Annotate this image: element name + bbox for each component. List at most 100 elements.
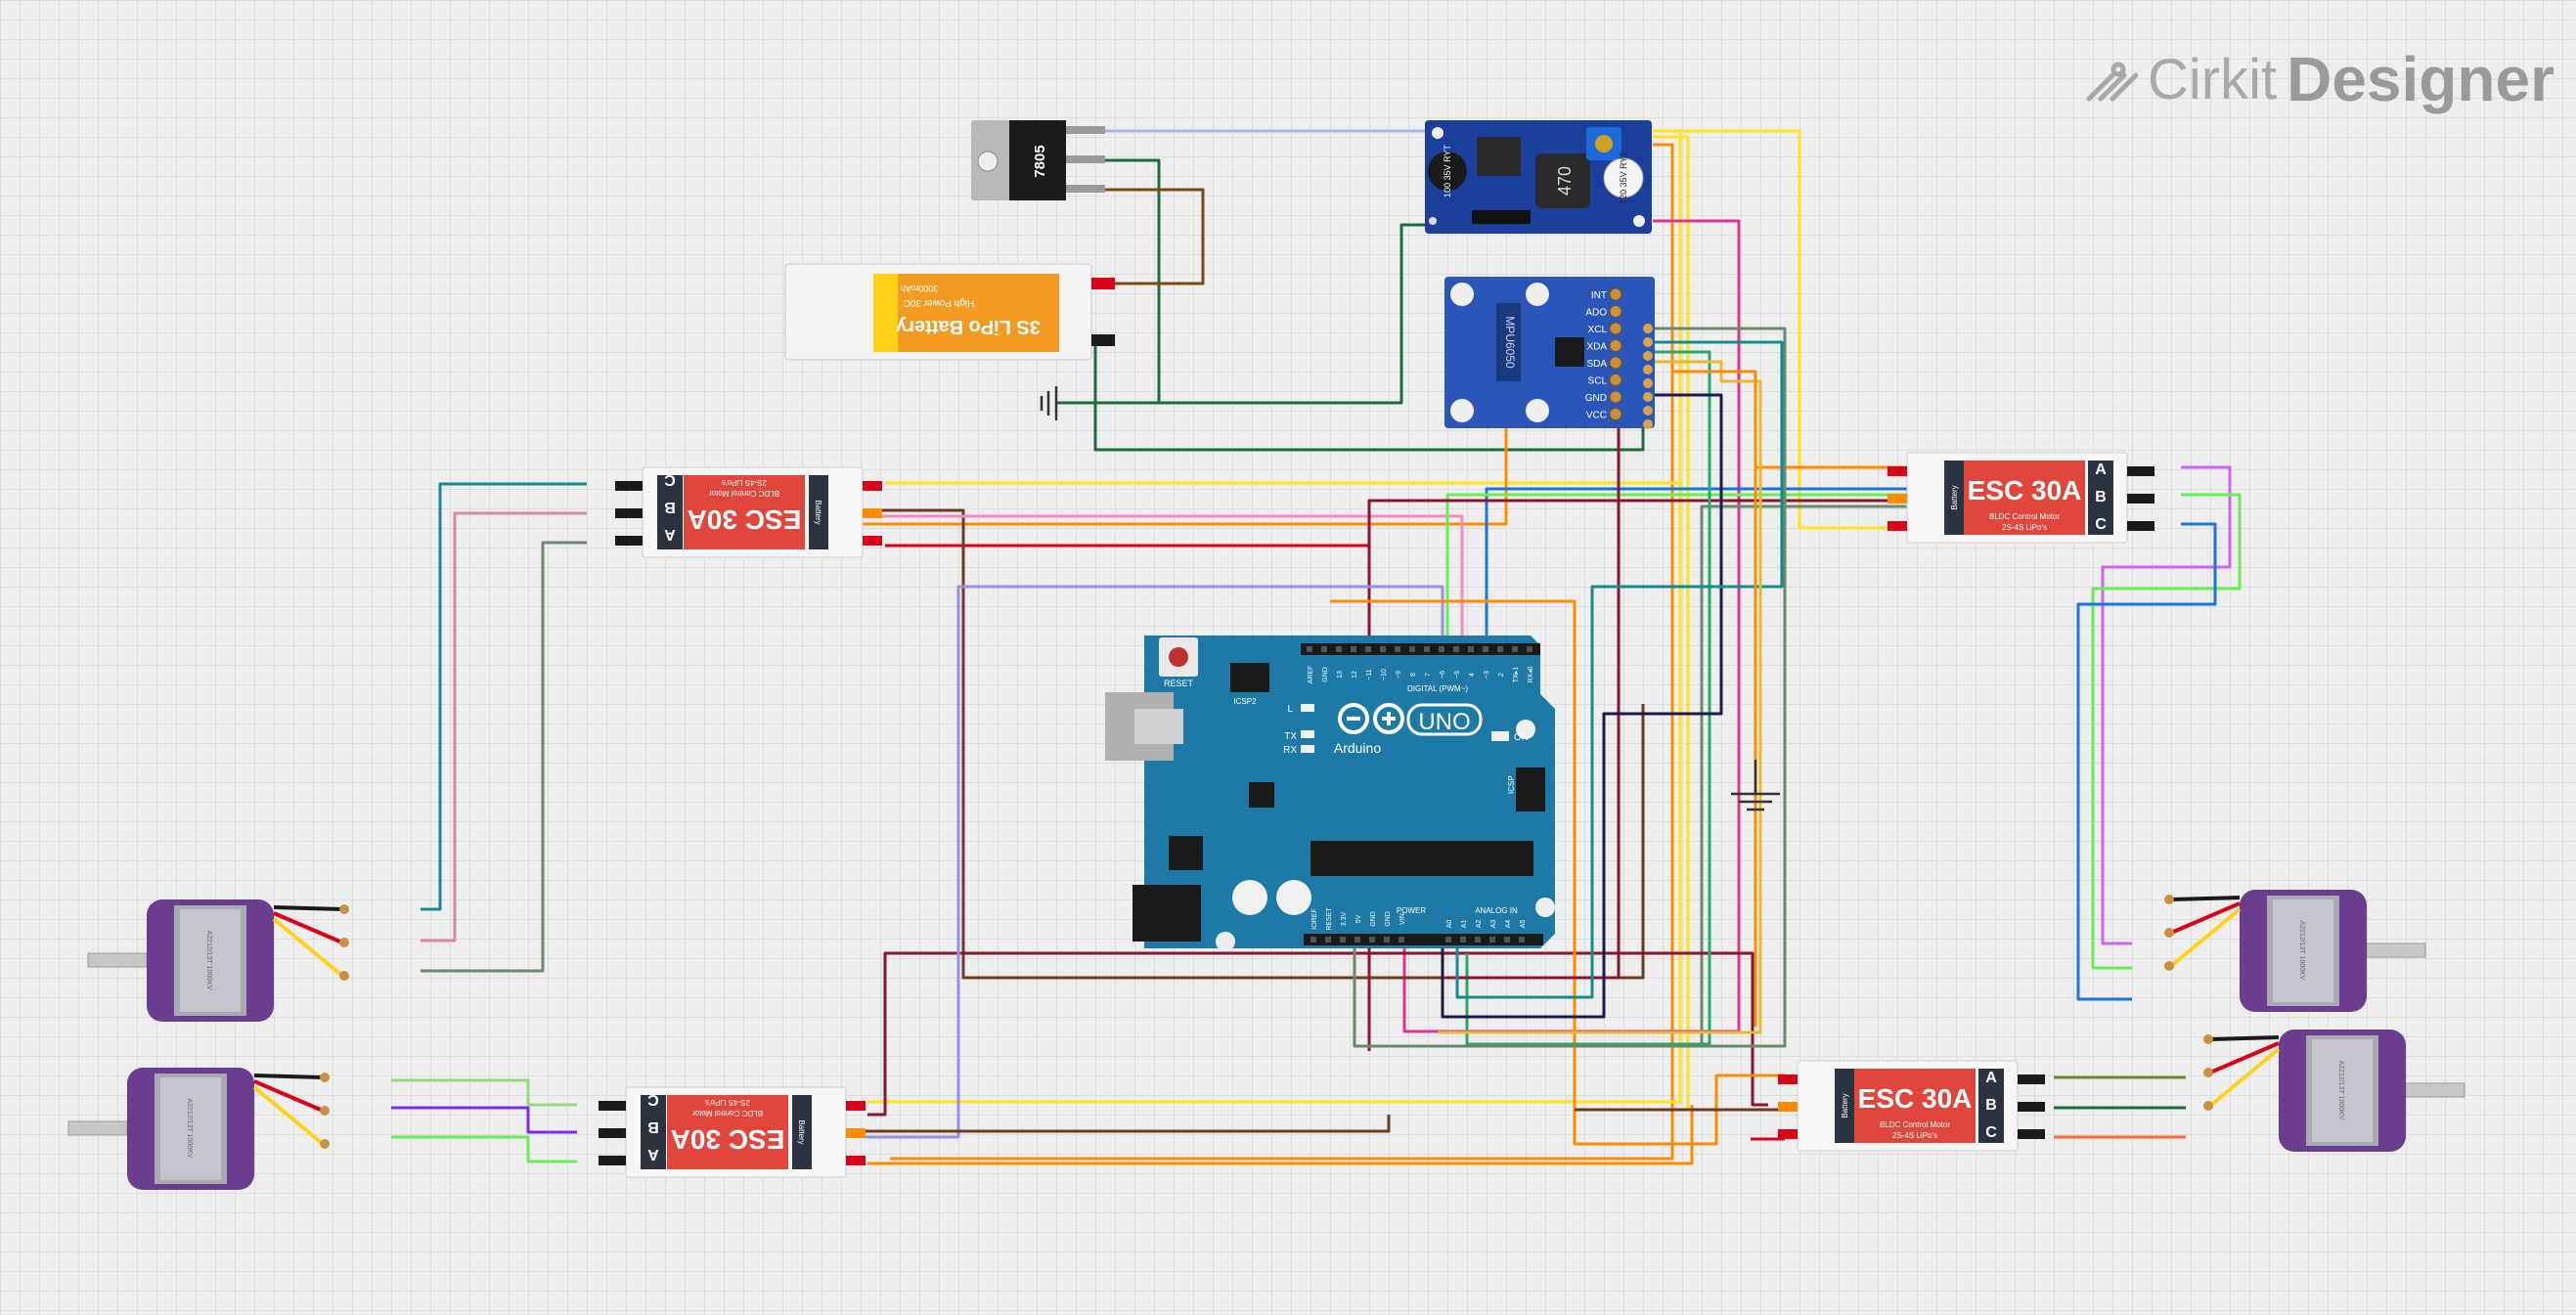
imu-header-pin[interactable] [1643, 392, 1653, 402]
motor-lead-pin[interactable] [339, 938, 349, 947]
imu-pin-vcc[interactable] [1609, 408, 1622, 420]
wire-buck-bus-yellow-2[interactable] [1653, 135, 1690, 1110]
wire-esc-tr-signal-1[interactable] [1485, 487, 1907, 645]
imu-pin-sda[interactable] [1609, 356, 1622, 370]
esc-power-pin[interactable] [1778, 1129, 1798, 1139]
esc-power-pin[interactable] [1778, 1102, 1798, 1112]
wire-navy-loop[interactable] [1441, 712, 1721, 1019]
motor-lead-pin[interactable] [320, 1106, 330, 1116]
esc-power-pin[interactable] [846, 1101, 866, 1111]
esc-power-pin[interactable] [1888, 521, 1907, 531]
wire-buck-to-imu-gnd[interactable] [1093, 403, 1645, 452]
esc-power-pin[interactable] [863, 536, 882, 546]
wire-esc-tr-signal-4[interactable] [1700, 504, 1907, 1046]
analog-pin[interactable] [1504, 937, 1510, 942]
esc-power-pin[interactable] [863, 481, 882, 491]
wire-motor-tr-magenta[interactable] [2101, 465, 2232, 945]
motor-lead-pin[interactable] [320, 1073, 330, 1082]
analog-pin[interactable] [1519, 937, 1525, 942]
wire-imu-sda[interactable] [1465, 350, 1711, 1046]
esc-motor-pin[interactable] [2127, 521, 2154, 531]
esc-motor-pin[interactable] [615, 481, 643, 491]
digital-pin[interactable] [1527, 646, 1532, 652]
wire-motor-tr-blue[interactable] [2076, 522, 2217, 1001]
esc-motor-pin[interactable] [599, 1128, 626, 1138]
wire-imu-xda[interactable] [1438, 360, 1762, 1034]
esc-motor-pin[interactable] [615, 536, 643, 546]
digital-pin[interactable] [1380, 646, 1386, 652]
motor-lead-pin[interactable] [339, 904, 349, 914]
motor-top-left[interactable]: A2212/13T 1000KV [87, 899, 349, 1022]
digital-pin[interactable] [1365, 646, 1371, 652]
digital-pin[interactable] [1512, 646, 1518, 652]
wire-buck-in-minus[interactable] [1095, 223, 1428, 405]
esc-motor-pin[interactable] [2018, 1102, 2045, 1112]
motor-lead-pin[interactable] [2164, 895, 2174, 904]
reset-button[interactable] [1159, 637, 1198, 677]
digital-pin[interactable] [1307, 646, 1312, 652]
esc-power-pin[interactable] [1778, 1074, 1798, 1084]
power-pin[interactable] [1384, 937, 1390, 942]
motor-lead-pin[interactable] [339, 971, 349, 981]
esc-motor-pin[interactable] [2018, 1129, 2045, 1139]
wire-motor-tl-teal[interactable] [421, 482, 587, 911]
wire-motor-bl-lightgreen[interactable] [391, 1078, 577, 1107]
esc-motor-pin[interactable] [599, 1101, 626, 1111]
wire-esc-bl-orange[interactable] [867, 1105, 1694, 1165]
motor-lead-pin[interactable] [320, 1139, 330, 1149]
motor-lead-pin[interactable] [2203, 1068, 2213, 1077]
esc-motor-pin[interactable] [2127, 494, 2154, 504]
wire-7805-out[interactable] [1066, 188, 1205, 285]
wire-motor-bl-green[interactable] [391, 1135, 577, 1163]
digital-pin[interactable] [1468, 646, 1474, 652]
wire-esc-tr-orange[interactable] [1754, 465, 1907, 1027]
wire-battery-gnd[interactable] [1093, 338, 1105, 403]
imu-header-pin[interactable] [1643, 406, 1653, 416]
digital-pin[interactable] [1321, 646, 1327, 652]
digital-pin[interactable] [1439, 646, 1444, 652]
imu-pin-scl[interactable] [1609, 373, 1622, 386]
wire-esc-br-orange[interactable] [1330, 599, 1785, 1146]
wire-esc-tl-signal-brown[interactable] [861, 508, 1645, 980]
power-pin[interactable] [1355, 937, 1360, 942]
imu-header-pin[interactable] [1643, 337, 1653, 347]
wire-buck-bus-yellow-1[interactable] [1653, 129, 1682, 1105]
esc-power-pin[interactable] [863, 508, 882, 518]
imu-header-pin[interactable] [1643, 378, 1653, 388]
motor-bottom-right[interactable]: A2212/13T 1000KV [2203, 1030, 2465, 1152]
imu-pin-xda[interactable] [1609, 339, 1622, 352]
analog-pin[interactable] [1475, 937, 1481, 942]
wire-imu-int[interactable] [1455, 340, 1784, 999]
esc-motor-pin[interactable] [2127, 466, 2154, 476]
digital-pin[interactable] [1336, 646, 1342, 652]
wire-motor-tl-pink[interactable] [421, 511, 587, 942]
imu-pin-xcl[interactable] [1609, 322, 1622, 335]
motor-lead-pin[interactable] [2164, 928, 2174, 938]
wire-esc-bl-brown[interactable] [866, 1115, 1391, 1133]
motor-lead-pin[interactable] [2203, 1034, 2213, 1044]
digital-pin[interactable] [1497, 646, 1503, 652]
wire-esc-bl-red[interactable] [867, 951, 1768, 1117]
motor-bottom-left[interactable]: A2212/13T 1000KV [67, 1068, 330, 1190]
esc-power-pin[interactable] [1888, 494, 1907, 504]
wire-buck-bus-orange[interactable] [890, 143, 1674, 1161]
digital-pin[interactable] [1409, 646, 1415, 652]
power-pin[interactable] [1310, 937, 1316, 942]
wire-motor-tr-green[interactable] [2091, 493, 2242, 970]
motor-lead-pin[interactable] [2203, 1101, 2213, 1111]
analog-pin[interactable] [1489, 937, 1495, 942]
buck-converter[interactable]: 100 35V RYT 470 220 35V RYT [1425, 120, 1652, 234]
imu-pin-gnd[interactable] [1609, 390, 1622, 404]
power-pin[interactable] [1399, 937, 1404, 942]
esc-motor-pin[interactable] [2018, 1074, 2045, 1084]
power-pin[interactable] [1340, 937, 1346, 942]
esc-power-pin[interactable] [846, 1128, 866, 1138]
digital-pin[interactable] [1424, 646, 1430, 652]
motor-lead-pin[interactable] [2164, 961, 2174, 971]
wire-gray-green[interactable] [1353, 587, 1787, 1048]
digital-pin[interactable] [1351, 646, 1356, 652]
digital-pin[interactable] [1483, 646, 1488, 652]
